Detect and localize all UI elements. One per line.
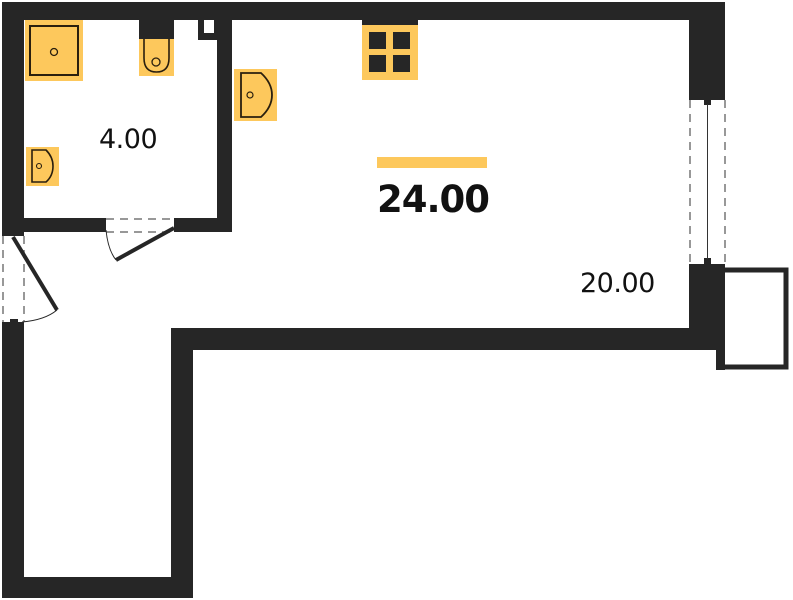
wall-bathroom-bottom-right [177,218,232,232]
stove-icon [362,20,418,80]
wall-top [2,2,725,20]
vent-shaft-hole [204,20,214,33]
sink-icon [26,147,59,186]
wall-left-lower [2,324,24,598]
bathroom-door-icon[interactable] [101,218,179,262]
walls [2,2,725,598]
balcony [716,267,789,370]
window-icon [689,95,726,269]
wall-corridor-bottom [2,577,193,598]
total-area-accent-bar [377,157,487,168]
wall-bathroom-right [217,2,232,232]
entrance-door-icon[interactable] [2,231,59,327]
wall-living-bottom [171,328,718,350]
living-room-area-label: 20.00 [580,268,655,299]
wall-bathroom-bottom-left [2,218,102,232]
total-area-label: 24.00 [377,178,490,221]
bathroom-area-label: 4.00 [99,124,158,155]
kitchen-sink-icon [234,69,277,121]
wall-left-upper [2,2,24,232]
wall-right-upper [689,2,725,97]
wall-corridor-right [171,328,193,598]
toilet-icon [139,20,174,76]
shower-tray-icon [25,20,83,81]
